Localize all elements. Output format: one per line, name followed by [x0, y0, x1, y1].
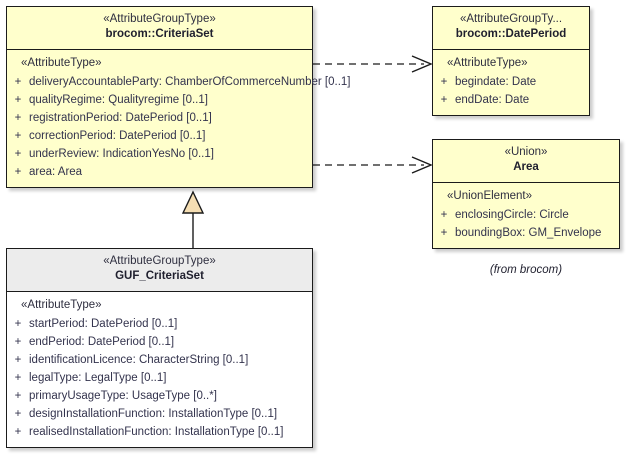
attribute-signature: endPeriod: DatePeriod [0..1]: [29, 336, 175, 348]
dateperiod-stereotype: «AttributeGroupTy...: [459, 13, 563, 25]
attribute-row[interactable]: + underReview: IndicationYesNo [0..1]: [7, 145, 310, 163]
attribute-row[interactable]: + legalType: LegalType [0..1]: [7, 369, 310, 387]
attribute-signature: enclosingCircle: Circle: [455, 209, 569, 221]
criteriaset-compartment-stereotype: «AttributeType»: [21, 57, 102, 69]
attribute-row[interactable]: + begindate: Date: [433, 73, 587, 91]
dateperiod-compartment-stereotype: «AttributeType»: [447, 57, 528, 69]
class-box-area[interactable]: «Union» Area «UnionElement» + enclosingC…: [432, 139, 620, 249]
visibility-marker: +: [440, 94, 448, 106]
dependency-criteriaset-to-area: [313, 156, 433, 174]
attribute-signature: legalType: LegalType [0..1]: [29, 372, 167, 384]
dateperiod-header: «AttributeGroupTy... brocom::DatePeriod: [433, 7, 589, 50]
class-box-criteriaset[interactable]: «AttributeGroupType» brocom::CriteriaSet…: [6, 6, 351, 188]
visibility-marker: +: [14, 408, 22, 420]
attribute-signature: primaryUsageType: UsageType [0..*]: [29, 390, 217, 402]
attribute-row[interactable]: + registrationPeriod: DatePeriod [0..1]: [7, 109, 310, 127]
attribute-signature: identificationLicence: CharacterString […: [29, 354, 249, 366]
attribute-signature: startPeriod: DatePeriod [0..1]: [29, 318, 178, 330]
attribute-row[interactable]: + endPeriod: DatePeriod [0..1]: [7, 333, 310, 351]
visibility-marker: +: [14, 112, 22, 124]
visibility-marker: +: [14, 166, 22, 178]
visibility-marker: +: [14, 318, 22, 330]
attribute-row[interactable]: + deliveryAccountableParty: ChamberOfCom…: [7, 73, 351, 91]
area-compartment-stereotype: «UnionElement»: [447, 190, 533, 202]
visibility-marker: +: [14, 390, 22, 402]
attribute-signature: realisedInstallationFunction: Installati…: [29, 426, 284, 438]
criteriaset-header: «AttributeGroupType» brocom::CriteriaSet: [7, 7, 312, 50]
attribute-signature: area: Area: [29, 166, 83, 178]
attribute-row[interactable]: + designInstallationFunction: Installati…: [7, 405, 310, 423]
gufcriteriaset-stereotype: «AttributeGroupType»: [103, 255, 216, 267]
criteriaset-attributes-compartment: «AttributeType» + deliveryAccountablePar…: [7, 50, 351, 187]
visibility-marker: +: [14, 336, 22, 348]
criteriaset-stereotype: «AttributeGroupType»: [103, 13, 216, 25]
visibility-marker: +: [440, 227, 448, 239]
area-header: «Union» Area: [433, 140, 619, 183]
gufcriteriaset-attributes-compartment: «AttributeType» + startPeriod: DatePerio…: [7, 292, 312, 447]
attribute-row[interactable]: + boundingBox: GM_Envelope: [433, 224, 617, 242]
attribute-signature: underReview: IndicationYesNo [0..1]: [29, 148, 214, 160]
attribute-row[interactable]: + startPeriod: DatePeriod [0..1]: [7, 315, 310, 333]
dateperiod-name: brocom::DatePeriod: [455, 28, 567, 40]
attribute-row[interactable]: + area: Area: [7, 163, 310, 181]
attribute-row[interactable]: + realisedInstallationFunction: Installa…: [7, 423, 310, 441]
visibility-marker: +: [440, 76, 448, 88]
attribute-signature: correctionPeriod: DatePeriod [0..1]: [29, 130, 206, 142]
attribute-row[interactable]: + identificationLicence: CharacterString…: [7, 351, 310, 369]
attribute-row[interactable]: + endDate: Date: [433, 91, 587, 109]
visibility-marker: +: [14, 426, 22, 438]
criteriaset-name: brocom::CriteriaSet: [105, 28, 214, 40]
visibility-marker: +: [14, 354, 22, 366]
attribute-row[interactable]: + enclosingCircle: Circle: [433, 206, 617, 224]
visibility-marker: +: [14, 148, 22, 160]
gufcriteriaset-name: GUF_CriteriaSet: [115, 270, 204, 282]
class-box-dateperiod[interactable]: «AttributeGroupTy... brocom::DatePeriod …: [432, 6, 590, 116]
attribute-row[interactable]: + primaryUsageType: UsageType [0..*]: [7, 387, 310, 405]
attribute-signature: qualityRegime: Qualityregime [0..1]: [29, 94, 208, 106]
dependency-criteriaset-to-dateperiod: [313, 55, 433, 73]
visibility-marker: +: [14, 94, 22, 106]
class-box-gufcriteriaset[interactable]: «AttributeGroupType» GUF_CriteriaSet «At…: [6, 248, 313, 448]
attribute-signature: begindate: Date: [455, 76, 537, 88]
area-attributes-compartment: «UnionElement» + enclosingCircle: Circle…: [433, 183, 619, 248]
attribute-signature: registrationPeriod: DatePeriod [0..1]: [29, 112, 212, 124]
gufcriteriaset-header: «AttributeGroupType» GUF_CriteriaSet: [7, 249, 312, 292]
attribute-signature: boundingBox: GM_Envelope: [455, 227, 602, 239]
visibility-marker: +: [14, 76, 22, 88]
dateperiod-attributes-compartment: «AttributeType» + begindate: Date + endD…: [433, 50, 589, 115]
visibility-marker: +: [14, 130, 22, 142]
attribute-signature: endDate: Date: [455, 94, 530, 106]
attribute-signature: designInstallationFunction: Installation…: [29, 408, 278, 420]
area-stereotype: «Union»: [504, 146, 548, 158]
visibility-marker: +: [14, 372, 22, 384]
area-name: Area: [513, 161, 539, 173]
attribute-row[interactable]: + correctionPeriod: DatePeriod [0..1]: [7, 127, 310, 145]
attribute-signature: deliveryAccountableParty: ChamberOfComme…: [29, 76, 351, 88]
generalization-gufcriteriaset-to-criteriaset: [181, 190, 205, 248]
gufcriteriaset-compartment-stereotype: «AttributeType»: [21, 299, 102, 311]
attribute-row[interactable]: + qualityRegime: Qualityregime [0..1]: [7, 91, 310, 109]
area-package-caption: (from brocom): [489, 264, 563, 276]
visibility-marker: +: [440, 209, 448, 221]
